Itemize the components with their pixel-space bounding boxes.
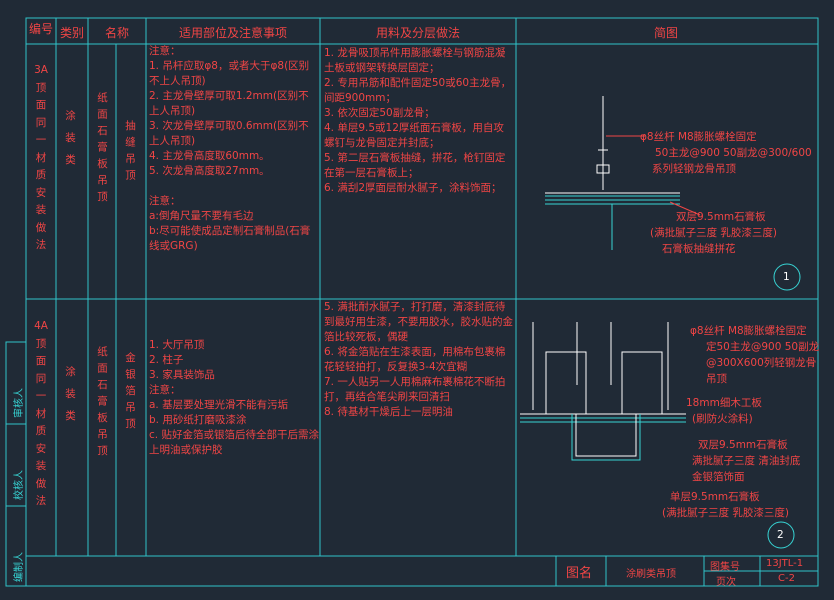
row2-name1: 纸面石膏板吊顶 — [96, 346, 108, 462]
header-no: 编号 — [28, 22, 53, 36]
row2-material: 5. 满批耐水腻子，打打磨，清漆封底待到最好用生漆，不要用胶水，胶水贴的金箔比较… — [324, 300, 514, 420]
row2-note-line: a. 基层要处理光滑不能有污垢 — [149, 399, 289, 411]
tb-name: 涂刷类吊顶 — [626, 569, 676, 580]
d1-label-6: 石膏板抽缝拼花 — [662, 243, 736, 255]
row2-category: 涂 装 类 — [64, 366, 76, 425]
row2-notes: 1. 大厅吊顶 2. 柱子 3. 家具装饰品注意： a. 基层要处理光滑不能有污垢 b.… — [149, 338, 319, 458]
row1-material-line: 2. 专用吊筋和配件固定50或60主龙骨，间距900mm； — [324, 77, 512, 104]
row1-material-line: 5. 第二层石膏板抽缝，拼花，枪钉固定在第一层石膏板上； — [324, 152, 506, 179]
row2-no: 4A 顶 面 同 一 材 质 安 装 做 法 — [34, 320, 48, 507]
row2-note-line: 2. 柱子 — [149, 354, 184, 366]
d2-label-10: 单层9.5mm石膏板 — [670, 491, 760, 503]
row1-name2: 抽缝吊顶 — [124, 120, 136, 186]
row1-note-line: 5. 次龙骨高度取27mm。 — [149, 165, 270, 177]
d2-label-9: 金银箔饰面 — [692, 471, 745, 483]
tb-set-label: 图集号 — [710, 562, 740, 573]
header-scope: 适用部位及注意事项 — [178, 26, 287, 40]
side-checker: 校核人 — [14, 470, 25, 500]
row2-material-line: 7. 一人贴另一人用棉麻布裹棉花不断拍打，再结合笔尖刷来回清扫 — [324, 376, 506, 403]
d2-label-7: 双层9.5mm石膏板 — [698, 439, 788, 451]
row1-note-line: b:尽可能使成品定制石膏制品(石膏线或GRG) — [149, 225, 311, 252]
row1-note-line: 3. 次龙骨壁厚可取0.6mm(区别不上人吊顶) — [149, 120, 309, 147]
side-reviewer: 审核人 — [14, 388, 25, 418]
row1-no: 3A 顶 面 同 一 材 质 安 装 做 法 — [34, 64, 48, 251]
header-category: 类别 — [59, 26, 84, 40]
row1-note-line: 注意： — [149, 45, 181, 57]
row2-material-line: 6. 将金箔贴在生漆表面，用棉布包裹棉花轻轻拍打，反复换3-4次宜糊 — [324, 346, 506, 373]
header-material: 用料及分层做法 — [375, 26, 460, 40]
row1-note-line: 4. 主龙骨高度取60mm。 — [149, 150, 270, 162]
row1-note-line: 2. 主龙骨壁厚可取1.2mm(区别不上人吊顶) — [149, 90, 309, 117]
d2-label-11: (满批腻子三度 乳胶漆三度) — [662, 507, 790, 519]
d2-label-6: (刷防火涂料) — [692, 413, 753, 425]
row1-material-line: 1. 龙骨吸顶吊件用膨胀螺栓与钢筋混凝土板或钢架转换层固定； — [324, 47, 506, 74]
d2-label-4: 吊顶 — [706, 373, 727, 385]
row2-note-line: 注意： — [149, 384, 181, 396]
tb-page: C-2 — [778, 573, 795, 584]
tb-set: 13JTL-1 — [766, 558, 804, 569]
detail-1-number: 1 — [783, 271, 790, 283]
row2-note-line: c. 贴好金箔或银箔后待全部干后需涂上明油或保护胶 — [149, 429, 319, 456]
row2-material-line: 8. 待基材干燥后上一层明油 — [324, 406, 453, 418]
d1-label-1: φ8丝杆 M8膨胀螺栓固定 — [640, 131, 757, 143]
d2-label-3: @300X600列轻钢龙骨 — [706, 357, 817, 369]
row2-note-line: b. 用砂纸打磨吸漆涂 — [149, 414, 247, 426]
row1-material-line: 3. 依次固定50副龙骨； — [324, 107, 435, 119]
row1-material: 1. 龙骨吸顶吊件用膨胀螺栓与钢筋混凝土板或钢架转换层固定； 2. 专用吊筋和配件… — [324, 46, 514, 196]
d1-label-5: (满批腻子三度 乳胶漆三度) — [650, 227, 778, 239]
side-designer: 编制人 — [14, 552, 25, 582]
d1-label-2: 50主龙@900 50副龙@300/600 — [655, 147, 812, 159]
d1-label-3: 系列轻钢龙骨吊顶 — [652, 163, 736, 175]
outer-frame — [25, 17, 819, 587]
row1-category: 涂 装 类 — [64, 110, 76, 169]
row1-material-line: 6. 满刮2厚面层耐水腻子，涂料饰面； — [324, 182, 502, 194]
header-name: 名称 — [104, 26, 129, 40]
row1-note-line: 1. 吊杆应取φ8，或者大于φ8(区别不上人吊顶) — [149, 60, 310, 87]
row2-name2: 金银箔吊顶 — [124, 352, 136, 435]
row1-note-line: 注意： — [149, 195, 181, 207]
row1-notes: 注意： 1. 吊杆应取φ8，或者大于φ8(区别不上人吊顶) 2. 主龙骨壁厚可取1.… — [149, 44, 319, 254]
row2-material-line: 5. 满批耐水腻子，打打磨，清漆封底待到最好用生漆，不要用胶水，胶水贴的金箔比较… — [324, 301, 513, 343]
header-diagram: 简图 — [653, 26, 678, 40]
tb-page-label: 页次 — [716, 577, 736, 588]
row1-note-line: a:倒角尺量不要有毛边 — [149, 210, 254, 222]
d2-label-5: 18mm细木工板 — [686, 397, 762, 409]
tb-name-label: 图名 — [566, 566, 593, 581]
d2-label-2: 定50主龙@900 50副龙 — [706, 341, 820, 353]
d2-label-8: 满批腻子三度 清油封底 — [692, 455, 801, 467]
detail-2-number: 2 — [777, 529, 784, 541]
row1-material-line: 4. 单层9.5或12厚纸面石膏板，用自攻螺钉与龙骨固定并封底； — [324, 122, 504, 149]
row1-name1: 纸面石膏板吊顶 — [96, 92, 108, 208]
d2-label-1: φ8丝杆 M8膨胀螺栓固定 — [690, 325, 807, 337]
row2-note-line: 3. 家具装饰品 — [149, 369, 215, 381]
row2-note-line: 1. 大厅吊顶 — [149, 339, 205, 351]
d1-label-4: 双层9.5mm石膏板 — [676, 211, 766, 223]
